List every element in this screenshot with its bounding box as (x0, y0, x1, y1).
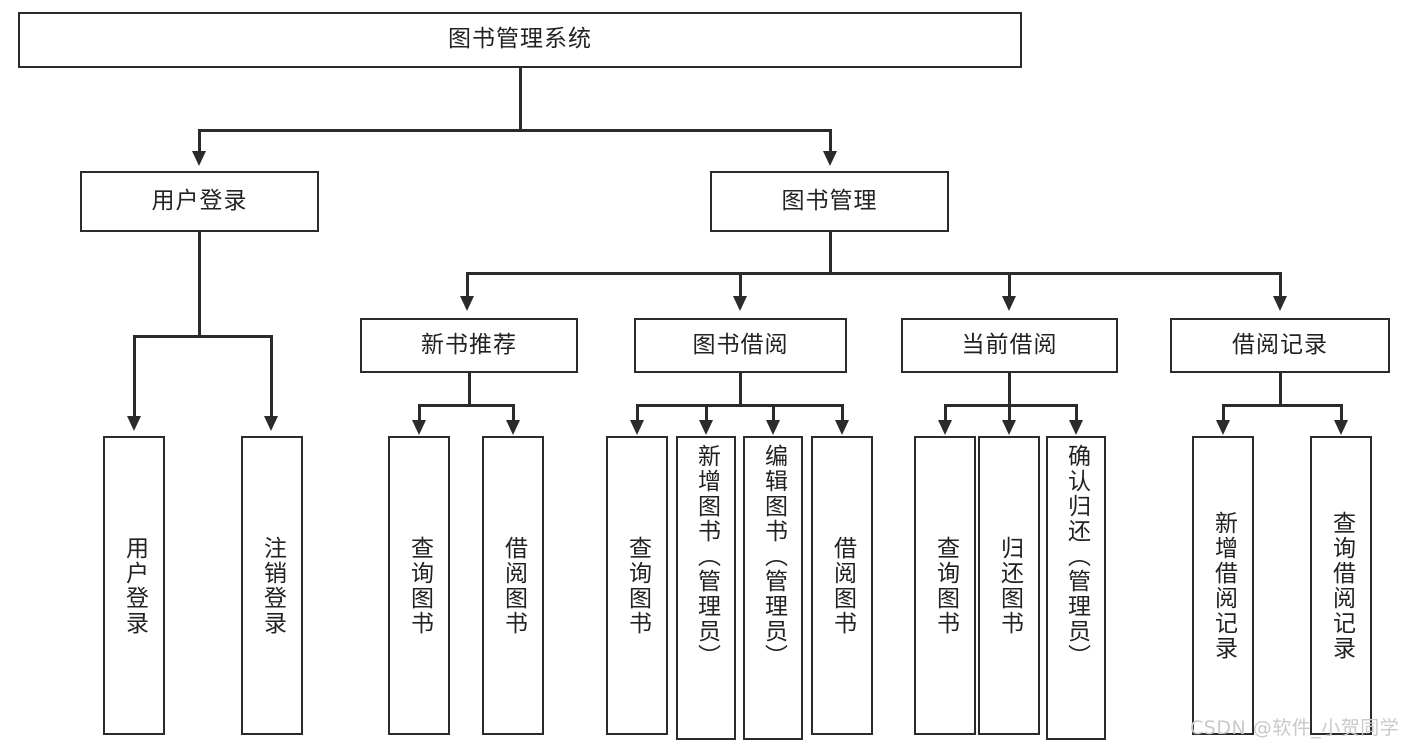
connector-to-current-borrow (1008, 272, 1011, 298)
connector-current-borrow-leaf-1 (944, 404, 947, 422)
node-label: 归还图书 (996, 535, 1023, 636)
connector-root-to-book-manage (829, 129, 832, 153)
node-label: 确认归还（管理员） (1063, 444, 1090, 669)
leaf-new-book-borrow[interactable]: 借阅图书 (482, 436, 544, 735)
connector-new-book-leaf-1 (418, 404, 421, 422)
node-label: 注销登录 (259, 535, 286, 636)
leaf-user-login-login[interactable]: 用户登录 (103, 436, 165, 735)
connector-book-borrow-stem (739, 373, 742, 406)
node-label: 新书推荐 (421, 331, 517, 358)
arrow-to-current-borrow (1002, 296, 1016, 311)
connector-current-borrow-leaf-2 (1008, 404, 1011, 422)
connector-user-login-bar (133, 335, 272, 338)
connector-to-book-borrow (739, 272, 742, 298)
leaf-user-login-logout[interactable]: 注销登录 (241, 436, 303, 735)
csdn-watermark: CSDN @软件_小贺同学 (1190, 717, 1400, 739)
arrow-to-borrow-record (1273, 296, 1287, 311)
leaf-current-borrow-confirm-return[interactable]: 确认归还（管理员） (1046, 436, 1106, 740)
arrow-new-book-leaf-1 (412, 420, 426, 435)
connector-new-book-stem (468, 373, 471, 406)
arrow-current-borrow-leaf-1 (938, 420, 952, 435)
arrow-user-login-leaf-1 (127, 416, 141, 431)
leaf-borrow-record-add[interactable]: 新增借阅记录 (1192, 436, 1254, 735)
node-label: 借阅记录 (1232, 331, 1328, 358)
connector-book-manage-stem (829, 232, 832, 274)
arrow-current-borrow-leaf-3 (1069, 420, 1083, 435)
arrow-current-borrow-leaf-2 (1002, 420, 1016, 435)
connector-current-borrow-leaf-3 (1075, 404, 1078, 422)
connector-book-borrow-leaf-1 (636, 404, 639, 422)
node-label: 新增借阅记录 (1210, 510, 1237, 661)
node-label: 新增图书（管理员） (693, 444, 720, 669)
node-label: 查询借阅记录 (1328, 510, 1355, 661)
leaf-current-borrow-return[interactable]: 归还图书 (978, 436, 1040, 735)
node-label: 借阅图书 (829, 535, 856, 636)
arrow-root-to-book-manage (823, 151, 837, 166)
leaf-book-borrow-borrow[interactable]: 借阅图书 (811, 436, 873, 735)
node-label: 图书借阅 (692, 331, 789, 358)
connector-borrow-record-bar (1222, 404, 1342, 407)
leaf-book-borrow-add[interactable]: 新增图书（管理员） (676, 436, 736, 740)
arrow-book-borrow-leaf-3 (766, 420, 780, 435)
arrow-book-borrow-leaf-2 (699, 420, 713, 435)
connector-borrow-record-leaf-1 (1222, 404, 1225, 422)
connector-borrow-record-stem (1279, 373, 1282, 406)
leaf-current-borrow-query[interactable]: 查询图书 (914, 436, 976, 735)
leaf-borrow-record-query[interactable]: 查询借阅记录 (1310, 436, 1372, 735)
connector-root-stem (519, 68, 522, 131)
node-borrow-record[interactable]: 借阅记录 (1170, 318, 1390, 373)
connector-to-borrow-record (1279, 272, 1282, 298)
node-label: 查询图书 (624, 535, 651, 636)
connector-user-login-stem (198, 232, 201, 337)
arrow-borrow-record-leaf-1 (1216, 420, 1230, 435)
connector-user-login-leaf-1 (133, 335, 136, 418)
connector-borrow-record-leaf-2 (1340, 404, 1343, 422)
arrow-user-login-leaf-2 (264, 416, 278, 431)
connector-book-borrow-leaf-4 (841, 404, 844, 422)
node-current-borrow[interactable]: 当前借阅 (901, 318, 1118, 373)
arrow-to-book-borrow (733, 296, 747, 311)
leaf-book-borrow-edit[interactable]: 编辑图书（管理员） (743, 436, 803, 740)
connector-book-borrow-bar (636, 404, 843, 407)
node-label: 借阅图书 (500, 535, 527, 636)
arrow-new-book-leaf-2 (506, 420, 520, 435)
node-root-system[interactable]: 图书管理系统 (18, 12, 1022, 68)
node-label: 编辑图书（管理员） (760, 444, 787, 669)
connector-root-to-user-login (198, 129, 201, 153)
node-label: 查询图书 (932, 535, 959, 636)
leaf-new-book-query[interactable]: 查询图书 (388, 436, 450, 735)
arrow-borrow-record-leaf-2 (1334, 420, 1348, 435)
arrow-book-borrow-leaf-4 (835, 420, 849, 435)
connector-book-borrow-leaf-3 (772, 404, 775, 422)
node-label: 查询图书 (406, 535, 433, 636)
node-label: 用户登录 (151, 187, 248, 214)
node-label: 用户登录 (121, 535, 148, 636)
node-user-login[interactable]: 用户登录 (80, 171, 319, 232)
connector-current-borrow-bar (944, 404, 1077, 407)
node-label: 图书管理系统 (448, 26, 592, 53)
connector-book-manage-bar (466, 272, 1281, 275)
node-label: 当前借阅 (961, 331, 1058, 358)
node-new-book-recommend[interactable]: 新书推荐 (360, 318, 578, 373)
connector-user-login-leaf-2 (270, 335, 273, 418)
node-book-management[interactable]: 图书管理 (710, 171, 949, 232)
connector-new-book-leaf-2 (512, 404, 515, 422)
node-label: 图书管理 (781, 187, 878, 214)
node-book-borrow[interactable]: 图书借阅 (634, 318, 847, 373)
arrow-book-borrow-leaf-1 (630, 420, 644, 435)
connector-root-bar (198, 129, 832, 132)
connector-new-book-bar (418, 404, 514, 407)
leaf-book-borrow-query[interactable]: 查询图书 (606, 436, 668, 735)
connector-to-new-book (466, 272, 469, 298)
connector-book-borrow-leaf-2 (705, 404, 708, 422)
arrow-root-to-user-login (192, 151, 206, 166)
connector-current-borrow-stem (1008, 373, 1011, 406)
arrow-to-new-book (460, 296, 474, 311)
